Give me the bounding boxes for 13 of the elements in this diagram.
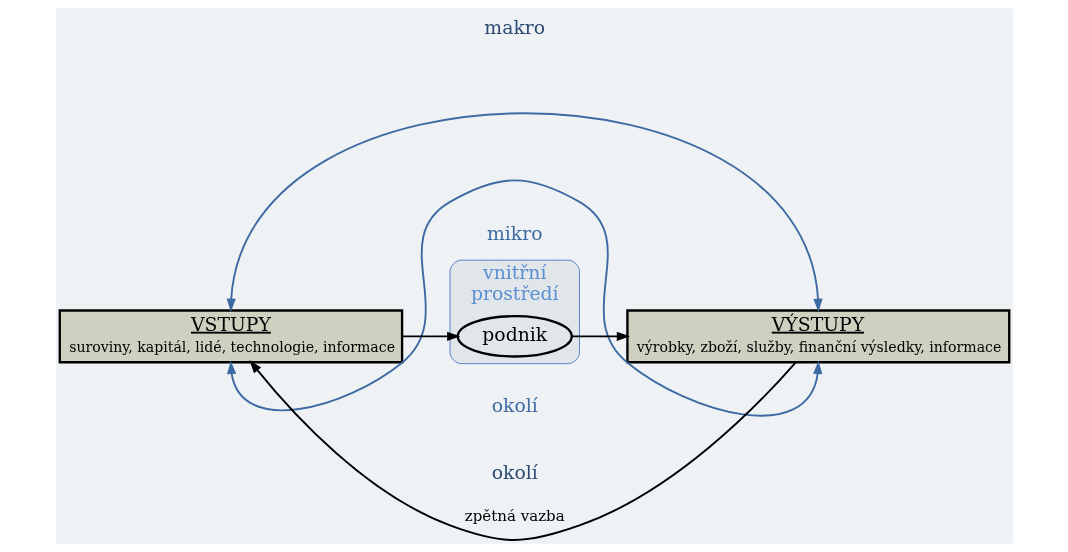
edge-label: zpětná vazba xyxy=(464,506,565,525)
node-box: VSTUPY suroviny, kapitál, lidé, technologie, informace xyxy=(58,309,403,364)
arrow xyxy=(400,331,460,341)
arrow xyxy=(248,360,797,541)
arrow xyxy=(226,179,822,417)
label: makro xyxy=(483,16,545,38)
arrow xyxy=(226,112,823,312)
label: mikro xyxy=(486,223,543,245)
label: okolí xyxy=(491,394,538,416)
node-ellipse: podnik xyxy=(456,315,573,358)
node-box: VÝSTUPY výrobky, zboží, služby, finanční výsledky, informace xyxy=(625,309,1010,364)
arrow xyxy=(570,331,630,341)
label: okolí xyxy=(491,462,538,484)
